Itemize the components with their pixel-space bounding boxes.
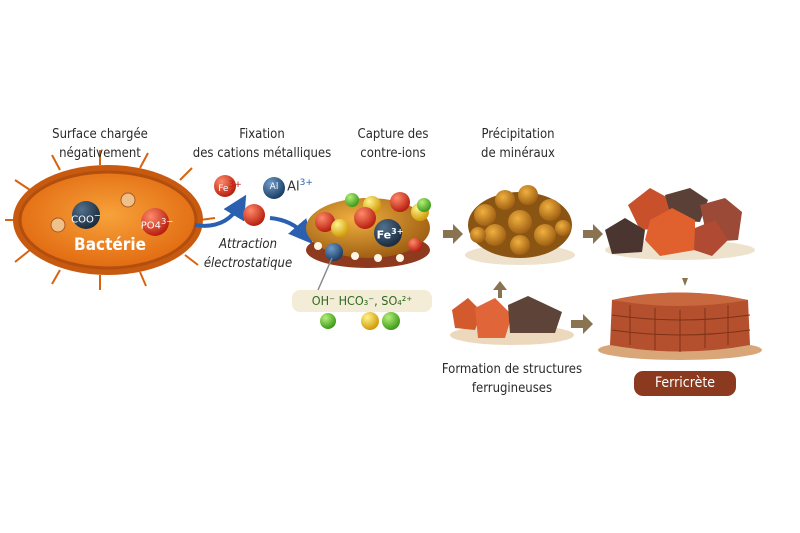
label-line: Capture des [357,127,429,142]
label-line: électrostatique [203,256,293,271]
po4-label: PO43− [141,212,174,235]
label-line: négativement [59,146,141,161]
step-capture-label: Capture des contre-ions [358,125,429,163]
mineral-precipitate [465,185,575,265]
label-line: Surface chargée [52,127,148,142]
fe-text: Fe [376,228,392,242]
fe-charge: 3+ [391,227,404,236]
mineral-crystals [605,188,755,260]
ferricrete-block [598,292,762,360]
ferruginous-structures [450,296,574,345]
capture-arrow [269,216,313,245]
coo-charge: − [93,210,101,220]
al-cation-label: Al3+ [287,174,313,196]
po4-text: PO4 [140,220,161,232]
al-text: Al [287,179,300,195]
al-cation [263,177,285,199]
label-line: des cations métalliques [192,146,332,161]
fe-charge: 3+ [228,180,242,190]
attraction-arrow [194,194,247,228]
label-line: contre-ions [360,146,426,161]
label-line: ferrugineuses [471,381,553,396]
label-line: de minéraux [481,146,555,161]
al-cation-text: Al [269,182,279,192]
al-charge: 3+ [299,178,313,188]
attraction-label: Attraction électrostatique [204,235,292,273]
metal-ion [243,204,265,226]
fe-text: Fe [218,184,229,194]
coo-label: COO− [71,206,101,229]
step-fixation-label: Fixation des cations métalliques [193,125,331,163]
bacteria-label: Bactérie [74,235,146,255]
cluster-fe-label: Fe3+ [377,222,404,245]
step-precipitation-label: Précipitation de minéraux [481,125,555,163]
label-line: Formation de structures [441,362,583,377]
step-formation-label: Formation de structures ferrugineuses [442,360,582,398]
label-line: Précipitation [481,127,555,142]
fe-cation-label: Fe3+ [218,176,242,199]
process-arrows [443,224,688,334]
step-surface-label: Surface chargée négativement [52,125,148,163]
bacterium [5,150,216,290]
counter-ions-label: OH⁻ HCO₃⁻, SO₄²⁺ [292,290,432,312]
po4-charge: 3− [160,216,174,226]
label-line: Attraction [219,237,277,252]
fe-cation [214,175,236,197]
coo-text: COO [71,214,94,226]
label-line: Fixation [239,127,285,142]
ion-cluster [306,192,431,330]
ferricrete-badge: Ferricrète [634,371,736,396]
